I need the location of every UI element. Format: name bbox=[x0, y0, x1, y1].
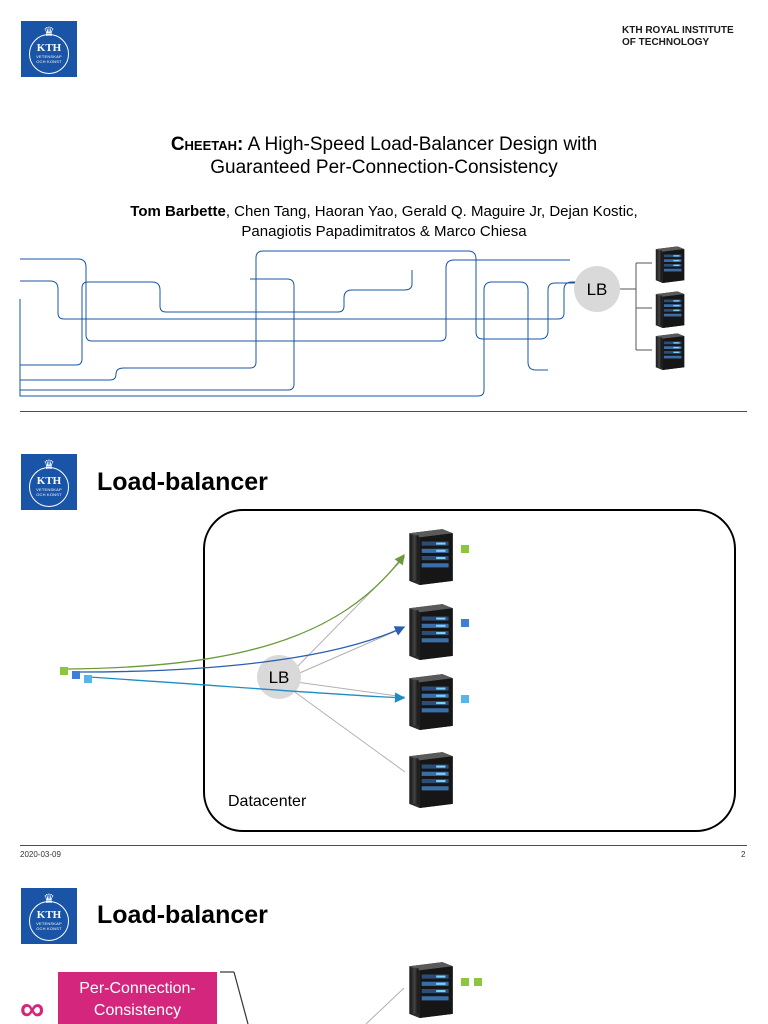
svg-text:LB: LB bbox=[587, 280, 608, 299]
slide-date: 2020-03-09 bbox=[20, 850, 61, 859]
green-packet bbox=[60, 667, 68, 675]
network-illustration: LB bbox=[19, 246, 685, 397]
logo-text: KTH bbox=[36, 42, 62, 54]
lightblue-flow-arrow bbox=[87, 676, 406, 703]
kth-logo: ♛ KTH VETENSKAP OCH KONST bbox=[21, 21, 77, 77]
green-packet bbox=[461, 978, 469, 986]
crown-icon: ♛ bbox=[43, 890, 55, 906]
server-icon bbox=[409, 752, 453, 808]
slide-title: Load-balancer bbox=[97, 468, 268, 496]
institute-name: KTH ROYAL INSTITUTE OF TECHNOLOGY bbox=[622, 25, 734, 48]
system-name: Cheetah: bbox=[170, 134, 244, 155]
pcc-diagram bbox=[220, 962, 482, 1024]
lb-node: LB bbox=[574, 266, 620, 312]
slide-separator bbox=[20, 845, 747, 846]
green-packet bbox=[461, 545, 469, 553]
lightblue-packet bbox=[84, 675, 92, 683]
green-packet bbox=[474, 978, 482, 986]
blue-packet bbox=[72, 671, 80, 679]
blue-packet bbox=[461, 619, 469, 627]
crown-icon: ♛ bbox=[43, 23, 55, 39]
title-slide: ♛ KTH VETENSKAP OCH KONST KTH ROYAL INST… bbox=[0, 0, 768, 412]
green-flow-arrow bbox=[67, 553, 405, 670]
server-icon bbox=[655, 291, 685, 328]
page-number: 2 bbox=[741, 850, 746, 859]
lightblue-packet bbox=[461, 695, 469, 703]
server-icon bbox=[409, 604, 453, 660]
datacenter-box bbox=[203, 509, 736, 832]
lead-author: Tom Barbette bbox=[130, 203, 226, 220]
svg-text:LB: LB bbox=[269, 668, 290, 687]
blue-flow-arrow bbox=[77, 626, 406, 673]
server-icon bbox=[409, 962, 453, 1018]
server-icon bbox=[655, 333, 685, 370]
server-icon bbox=[409, 674, 453, 730]
load-balancer-slide: ♛ KTH VETENSKAP OCH KONST Load-balancer … bbox=[0, 432, 768, 862]
author-list: Tom Barbette, Chen Tang, Haoran Yao, Ger… bbox=[130, 203, 638, 240]
crown-icon: ♛ bbox=[43, 456, 55, 472]
lb-fanout-lines bbox=[620, 262, 652, 351]
lb-server-lines bbox=[291, 556, 406, 773]
paper-title: Cheetah: A High-Speed Load-Balancer Desi… bbox=[170, 134, 598, 178]
kth-logo: ♛ KTH VETENSKAP OCH KONST bbox=[21, 888, 77, 944]
load-balancer-pcc-slide: ♛ KTH VETENSKAP OCH KONST Load-balancer … bbox=[0, 870, 768, 1024]
datacenter-label: Datacenter bbox=[228, 793, 307, 810]
server-icon bbox=[655, 246, 685, 283]
slide-title: Load-balancer bbox=[97, 901, 268, 929]
kth-logo: ♛ KTH VETENSKAP OCH KONST bbox=[21, 454, 77, 510]
server-icon bbox=[409, 529, 453, 585]
per-connection-consistency-label: Per-Connection- Consistency bbox=[58, 972, 217, 1024]
lb-node: LB bbox=[257, 655, 301, 699]
slide-separator bbox=[20, 411, 747, 412]
network-paths bbox=[19, 250, 590, 397]
infinity-icon: ∞ bbox=[20, 990, 45, 1024]
load-balancer-diagram: LB bbox=[60, 529, 469, 808]
